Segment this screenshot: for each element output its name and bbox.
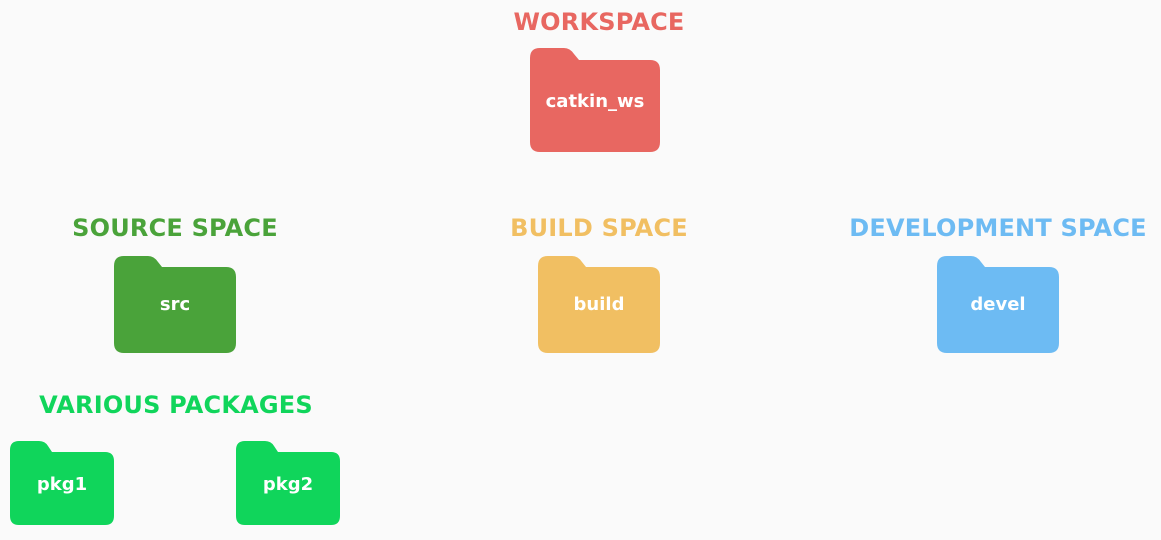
pkg2-folder-icon[interactable]: pkg2 bbox=[236, 441, 340, 525]
build-folder-label: build bbox=[573, 294, 625, 315]
pkg1-folder-icon[interactable]: pkg1 bbox=[10, 441, 114, 525]
build-folder-icon[interactable]: build bbox=[538, 256, 660, 353]
pkg2-folder-label: pkg2 bbox=[262, 474, 314, 495]
devel-folder-icon[interactable]: devel bbox=[937, 256, 1059, 353]
src-folder-icon[interactable]: src bbox=[114, 256, 236, 353]
pkg1-folder-label: pkg1 bbox=[36, 474, 88, 495]
development-space-heading: DEVELOPMENT SPACE bbox=[849, 214, 1147, 242]
catkin-ws-folder-icon[interactable]: catkin_ws bbox=[530, 48, 660, 152]
devel-folder-label: devel bbox=[970, 294, 1026, 315]
source-space-heading: SOURCE SPACE bbox=[72, 214, 278, 242]
build-space-heading: BUILD SPACE bbox=[510, 214, 688, 242]
catkin-ws-folder-label: catkin_ws bbox=[545, 91, 645, 112]
various-packages-heading: VARIOUS PACKAGES bbox=[39, 391, 313, 419]
src-folder-label: src bbox=[159, 294, 191, 315]
workspace-heading: WORKSPACE bbox=[513, 8, 685, 36]
